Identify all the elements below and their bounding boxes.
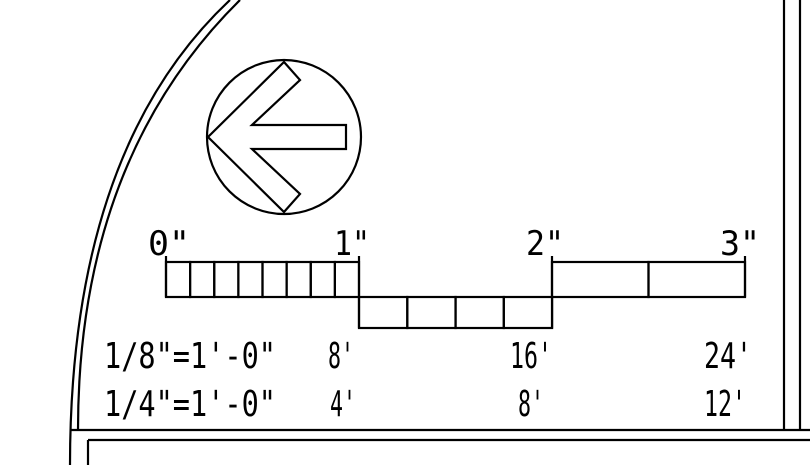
scale-division-second-inch-3: [454, 295, 505, 330]
inch-label-1: 1": [334, 224, 370, 264]
scale-value-quarter-1: 4': [330, 384, 356, 425]
inch-label-2: 2": [526, 224, 564, 264]
inch-label-3: 3": [720, 224, 760, 264]
scale-value-quarter-3: 12': [704, 384, 746, 425]
scale-division-third-inch-1: [550, 260, 650, 299]
sheet-border-outer-arc: [68, 0, 231, 465]
scale-division-first-inch-3: [213, 260, 240, 299]
scale-division-second-inch-2: [406, 295, 457, 330]
scale-value-quarter-2: 8': [518, 384, 544, 425]
scale-division-third-inch-2: [647, 260, 747, 299]
scale-row-quarter: 1/4"=1'-0" 4' 8' 12': [104, 384, 746, 425]
scale-division-first-inch-8: [333, 260, 361, 299]
scale-division-first-inch-7: [309, 260, 336, 299]
north-arrow-shape: [206, 60, 348, 214]
scale-division-first-inch-1: [164, 260, 192, 299]
scale-inch-labels: 0" 1" 2" 3": [148, 224, 760, 264]
scale-division-first-inch-5: [261, 260, 288, 299]
scale-division-first-inch-6: [285, 260, 312, 299]
north-arrow-icon: [205, 58, 363, 216]
north-arrow-circle: [205, 58, 363, 216]
scale-row-eighth: 1/8"=1'-0" 8' 16' 24': [104, 336, 752, 377]
scale-value-eighth-3: 24': [704, 336, 752, 377]
scale-value-eighth-2: 16': [510, 336, 552, 377]
sheet-border: [68, 0, 810, 465]
scale-division-first-inch-4: [237, 260, 264, 299]
scale-division-first-inch-2: [189, 260, 216, 299]
scale-division-second-inch-1: [357, 295, 409, 330]
scale-label-quarter: 1/4"=1'-0": [104, 384, 276, 425]
inch-label-0: 0": [148, 224, 190, 264]
scale-label-eighth: 1/8"=1'-0": [104, 336, 276, 377]
scale-bar: [164, 256, 747, 330]
scale-division-second-inch-4: [502, 295, 554, 330]
sheet-border-inner-arc: [76, 0, 241, 431]
scale-value-eighth-1: 8': [328, 336, 354, 377]
